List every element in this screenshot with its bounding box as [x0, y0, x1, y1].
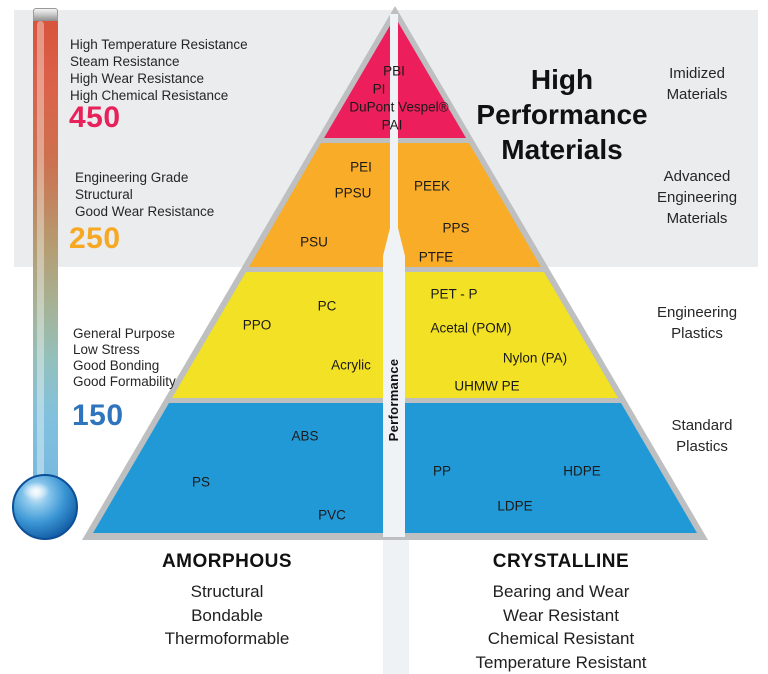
material-acetal-pom: Acetal (POM): [430, 320, 512, 336]
trait-line: Temperature Resistant: [475, 652, 647, 672]
material-ptfe: PTFE: [418, 249, 454, 265]
crystalline-column: CRYSTALLINE Bearing and Wear Wear Resist…: [431, 551, 691, 674]
trait-line: Good Wear Resistance: [75, 204, 215, 219]
trait-line: Bearing and Wear: [492, 582, 630, 601]
center-divider-stripe: [383, 537, 409, 674]
trait-line: Good Formability: [73, 374, 176, 389]
material-nylon-pa: Nylon (PA): [502, 350, 568, 366]
amorphous-heading: AMORPHOUS: [161, 551, 293, 572]
traits-250: Engineering Grade Structural Good Wear R…: [75, 169, 214, 220]
traits-150: General Purpose Low Stress Good Bonding …: [73, 326, 176, 390]
trait-line: Low Stress: [73, 342, 140, 357]
trait-line: Engineering Grade: [75, 170, 189, 185]
trait-line: General Purpose: [73, 326, 176, 341]
material-peek: PEEK: [413, 178, 451, 194]
material-dupont-vespel: DuPont Vespel®: [349, 99, 449, 115]
trait-line: Structural: [75, 187, 133, 202]
page-title: High Performance Materials: [476, 64, 648, 165]
temperature-250: 250: [69, 222, 121, 255]
material-pp: PP: [432, 463, 452, 479]
thermometer-bulb-gloss: [22, 482, 50, 500]
trait-line: Good Bonding: [73, 358, 160, 373]
material-pc: PC: [317, 298, 337, 314]
material-pps: PPS: [442, 220, 470, 236]
material-acrylic: Acrylic: [331, 357, 371, 373]
category-imidized-materials: Imidized Materials: [666, 65, 728, 103]
material-ppo: PPO: [242, 317, 272, 333]
crystalline-traits: Bearing and Wear Wear Resistant Chemical…: [431, 580, 691, 674]
material-pi: PI: [372, 81, 386, 97]
material-pai: PAI: [381, 117, 403, 133]
amorphous-traits: Structural Bondable Thermoformable: [107, 580, 347, 651]
performance-axis-label: Performance: [386, 358, 401, 442]
crystalline-heading: CRYSTALLINE: [492, 551, 630, 572]
thermometer-tube-highlight: [37, 21, 44, 505]
traits-450: High Temperature Resistance Steam Resist…: [70, 36, 248, 104]
material-uhmw-pe: UHMW PE: [454, 378, 520, 394]
material-ldpe: LDPE: [497, 498, 533, 514]
trait-line: High Chemical Resistance: [70, 88, 229, 103]
performance-arrow-stripe: [383, 14, 405, 537]
trait-line: Chemical Resistant: [487, 629, 635, 648]
material-pvc: PVC: [318, 507, 346, 523]
temperature-450: 450: [69, 101, 121, 134]
material-abs: ABS: [291, 428, 319, 444]
material-ps: PS: [191, 474, 211, 490]
thermometer-tube: [33, 21, 58, 505]
material-pet-p: PET - P: [430, 286, 478, 302]
material-pbi: PBI: [383, 63, 405, 79]
trait-line: High Wear Resistance: [70, 71, 205, 86]
trait-line: Thermoformable: [164, 629, 290, 648]
material-pei: PEI: [350, 159, 372, 175]
amorphous-column: AMORPHOUS Structural Bondable Thermoform…: [107, 551, 347, 651]
category-standard-plastics: Standard Plastics: [671, 417, 733, 455]
thermometer-cap: [33, 8, 58, 22]
temperature-150: 150: [72, 399, 124, 432]
category-advanced-engineering-materials: Advanced Engineering Materials: [656, 168, 738, 227]
trait-line: Structural: [190, 582, 264, 601]
material-psu: PSU: [300, 234, 328, 250]
material-hdpe: HDPE: [563, 463, 601, 479]
trait-line: Steam Resistance: [70, 54, 180, 69]
trait-line: High Temperature Resistance: [70, 37, 248, 52]
material-ppsu: PPSU: [334, 185, 372, 201]
category-engineering-plastics: Engineering Plastics: [656, 304, 738, 342]
trait-line: Wear Resistant: [503, 605, 619, 625]
trait-line: Bondable: [191, 605, 263, 625]
